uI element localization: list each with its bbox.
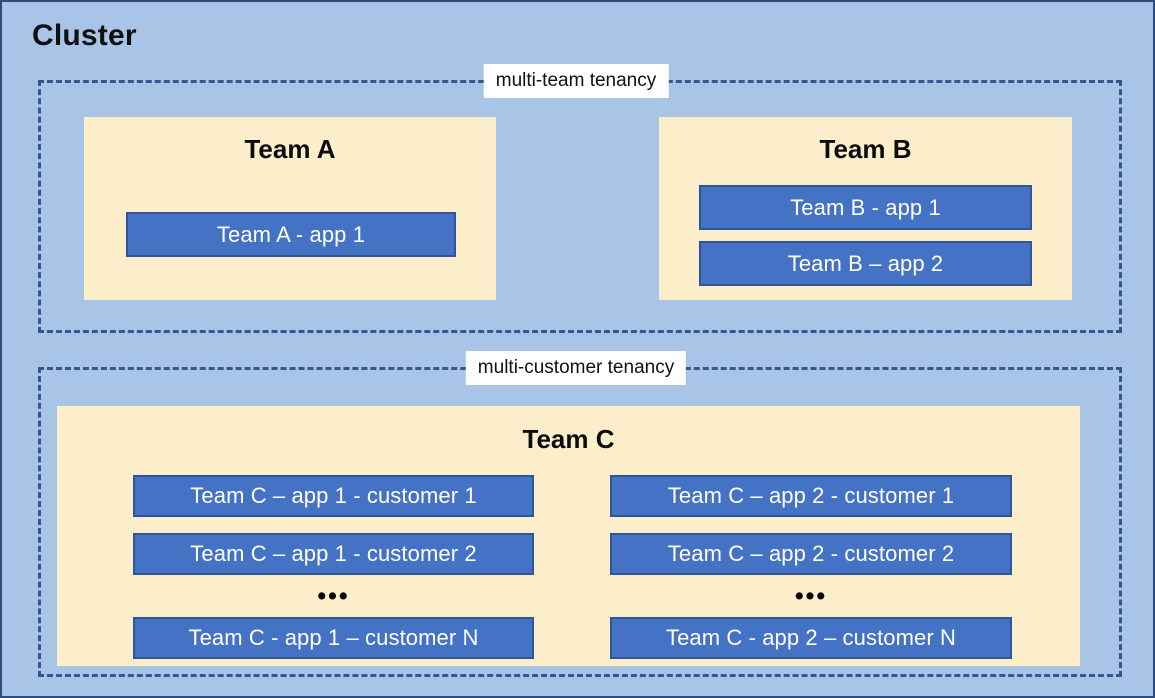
app-chip-team-c-app-1-customer-n[interactable]: Team C - app 1 – customer N xyxy=(133,617,534,659)
app-chip-team-c-app-1-customer-1[interactable]: Team C – app 1 - customer 1 xyxy=(133,475,534,517)
ellipsis-team-c-app-1: ••• xyxy=(317,582,350,610)
app-chip-team-b-app-2[interactable]: Team B – app 2 xyxy=(699,241,1032,286)
team-box-team-c: Team C Team C – app 1 - customer 1 Team … xyxy=(57,406,1080,666)
team-title-team-a: Team A xyxy=(244,134,336,164)
app-chip-team-c-app-2-customer-n[interactable]: Team C - app 2 – customer N xyxy=(610,617,1012,659)
app-chip-team-b-app-1[interactable]: Team B - app 1 xyxy=(699,185,1032,230)
team-box-team-a: Team A Team A - app 1 xyxy=(84,117,496,300)
team-title-team-b: Team B xyxy=(819,134,912,164)
app-chip-team-c-app-1-customer-2[interactable]: Team C – app 1 - customer 2 xyxy=(133,533,534,575)
ellipsis-team-c-app-2: ••• xyxy=(794,582,828,610)
team-box-team-b: Team B Team B - app 1 Team B – app 2 xyxy=(659,117,1072,300)
app-chip-team-a-app-1[interactable]: Team A - app 1 xyxy=(126,212,456,257)
app-chip-team-c-app-2-customer-2[interactable]: Team C – app 2 - customer 2 xyxy=(610,533,1012,575)
tenancy-label-multi-team: multi-team tenancy xyxy=(483,64,669,98)
cluster-title: Cluster xyxy=(32,19,137,52)
tenancy-label-multi-customer: multi-customer tenancy xyxy=(465,351,687,385)
team-title-team-c: Team C xyxy=(522,424,615,454)
app-chip-team-c-app-2-customer-1[interactable]: Team C – app 2 - customer 1 xyxy=(610,475,1012,517)
